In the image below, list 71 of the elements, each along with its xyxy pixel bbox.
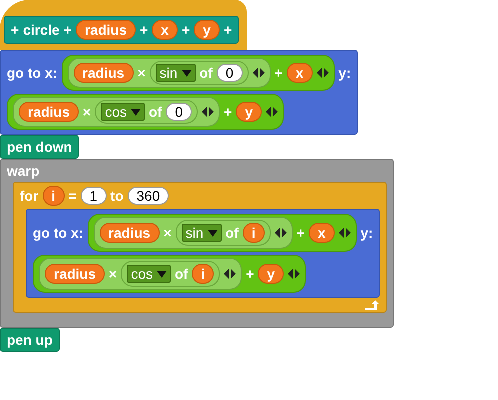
pen-block: pen down bbox=[0, 135, 80, 159]
plus-sign: + bbox=[140, 22, 148, 38]
block-label: + bbox=[246, 266, 254, 282]
operator-reporter bbox=[39, 258, 242, 290]
variable-reporter: x bbox=[152, 20, 178, 40]
block-label: go to x: bbox=[7, 65, 58, 81]
plus-sign: + bbox=[182, 22, 190, 38]
variable-reporter: radius bbox=[45, 264, 106, 284]
operator-reporter bbox=[95, 100, 198, 124]
pen-block: pen up bbox=[0, 328, 60, 352]
variable-reporter: radius bbox=[19, 102, 80, 122]
plus-sign: + bbox=[224, 22, 232, 38]
variable-reporter: radius bbox=[100, 223, 160, 243]
block-label: cos bbox=[131, 266, 153, 282]
for-loop-block bbox=[13, 182, 388, 313]
operator-reporter bbox=[121, 261, 220, 287]
operator-reporter bbox=[88, 214, 357, 252]
block-label: × bbox=[138, 65, 146, 81]
operator-reporter bbox=[13, 97, 220, 127]
block-label: warp bbox=[7, 163, 40, 179]
variable-reporter: i bbox=[242, 223, 265, 243]
operator-reporter bbox=[62, 55, 335, 91]
block-label: × bbox=[109, 266, 118, 282]
block-label: = bbox=[68, 188, 77, 204]
variable-reporter: radius bbox=[76, 20, 136, 40]
operator-reporter bbox=[33, 255, 306, 293]
block-label: + bbox=[274, 65, 283, 81]
block-label: × bbox=[83, 104, 92, 120]
dropdown-menu bbox=[101, 103, 145, 121]
input-slot: 360 bbox=[128, 187, 170, 205]
warp-block bbox=[0, 159, 394, 328]
block-label: y: bbox=[338, 65, 352, 81]
variable-reporter: x bbox=[286, 63, 313, 83]
operator-reporter bbox=[94, 217, 293, 249]
motion-block bbox=[26, 209, 380, 298]
block-label: sin bbox=[160, 65, 178, 81]
operator-reporter bbox=[68, 58, 271, 88]
block-label: for bbox=[20, 188, 39, 204]
dropdown-menu bbox=[156, 64, 196, 82]
dropdown-menu bbox=[127, 265, 171, 283]
operator-reporter bbox=[176, 220, 271, 246]
input-slot: 0 bbox=[166, 103, 192, 121]
variable-reporter: i bbox=[42, 186, 65, 206]
block-label: to bbox=[110, 188, 124, 204]
block-label: of bbox=[175, 266, 188, 282]
variable-reporter: y bbox=[194, 20, 220, 40]
dropdown-menu bbox=[182, 224, 222, 242]
variable-reporter: i bbox=[192, 264, 214, 284]
variable-reporter: y bbox=[258, 264, 284, 284]
operator-reporter bbox=[150, 61, 249, 85]
block-label: sin bbox=[186, 225, 204, 241]
variable-reporter: radius bbox=[74, 63, 134, 83]
plus-sign: + bbox=[64, 22, 72, 38]
block-label: go to x: bbox=[33, 225, 84, 241]
motion-block bbox=[0, 50, 358, 135]
block-label: circle bbox=[23, 22, 60, 38]
input-slot: 1 bbox=[80, 187, 107, 205]
block-label: of bbox=[226, 225, 239, 241]
block-prototype bbox=[4, 16, 240, 44]
input-slot: 0 bbox=[216, 64, 243, 82]
block-label: y: bbox=[360, 225, 374, 241]
block-label: of bbox=[149, 104, 162, 120]
variable-reporter: x bbox=[308, 223, 335, 243]
block-label: + bbox=[224, 104, 232, 120]
block-label: of bbox=[200, 65, 213, 81]
block-label: × bbox=[164, 225, 172, 241]
plus-sign: + bbox=[11, 22, 20, 38]
block-label: + bbox=[296, 225, 305, 241]
variable-reporter: y bbox=[236, 102, 262, 122]
operator-reporter bbox=[7, 94, 284, 130]
block-label: cos bbox=[105, 104, 127, 120]
